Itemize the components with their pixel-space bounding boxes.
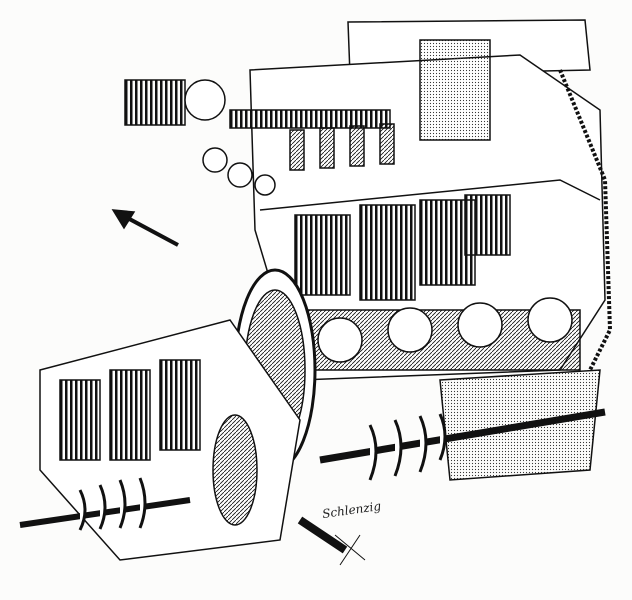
direction-arrow-icon bbox=[111, 209, 179, 247]
pistons bbox=[294, 194, 511, 301]
gears bbox=[59, 359, 258, 526]
drive-shaft-right bbox=[319, 408, 606, 481]
carburetor bbox=[419, 39, 491, 141]
distributor bbox=[124, 79, 226, 126]
movement-arrows-icon bbox=[334, 534, 366, 566]
valve-springs bbox=[289, 123, 395, 171]
timing-belt bbox=[558, 69, 613, 371]
camshaft bbox=[229, 109, 391, 129]
spark-plugs bbox=[202, 147, 276, 196]
drive-shaft-left bbox=[19, 477, 191, 531]
selector-shaft bbox=[297, 516, 348, 554]
